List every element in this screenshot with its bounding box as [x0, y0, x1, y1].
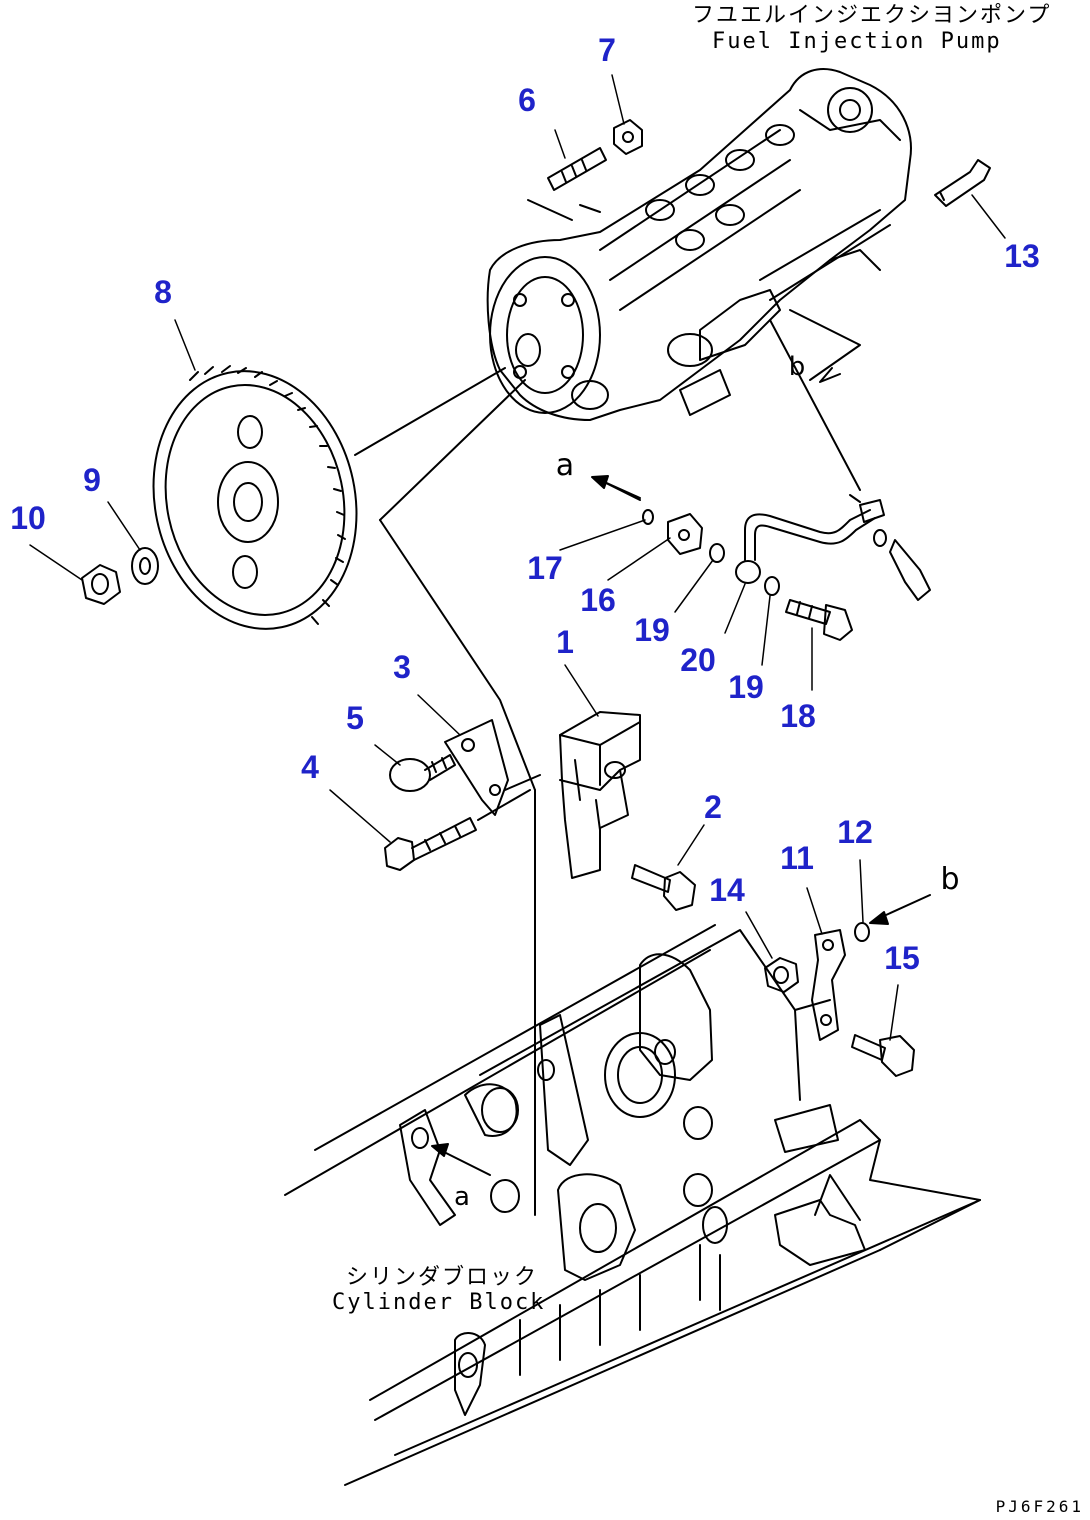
callout-7: 7: [598, 32, 616, 68]
block-label-en: Cylinder Block: [332, 1290, 546, 1315]
callout-13: 13: [1004, 238, 1040, 274]
letter-b: b: [940, 862, 960, 897]
bolt-15: [851, 1034, 915, 1077]
block-label-jp: シリンダブロック: [346, 1265, 539, 1290]
callout-16: 16: [580, 582, 616, 618]
callout-20: 20: [680, 642, 716, 678]
callout-12: 12: [837, 814, 873, 850]
arrow-a-link: [431, 1143, 491, 1176]
callout-2: 2: [704, 789, 722, 825]
bracket-1: [559, 711, 641, 879]
leader-6-7: [527, 199, 601, 221]
callout-4: 4: [301, 749, 319, 785]
nut-7: [613, 119, 643, 155]
callout-1: 1: [556, 624, 574, 660]
bolt-4: [384, 817, 477, 871]
callout-8: 8: [154, 274, 172, 310]
callout-6: 6: [518, 82, 536, 118]
bolt-5: [389, 754, 456, 792]
washer-12: [854, 922, 870, 942]
leader-gear-pump: [354, 367, 506, 456]
cylinder-block: [284, 924, 981, 1486]
callout-15: 15: [884, 940, 920, 976]
callout-19a: 19: [634, 612, 670, 648]
fuel-pipe: [735, 499, 885, 584]
callout-9: 9: [83, 462, 101, 498]
banjo-bolt-18: [785, 599, 853, 641]
connector-16: [667, 513, 703, 555]
callout-18: 18: [780, 698, 816, 734]
bracket-11: [811, 929, 846, 1041]
pump-label-jp: フユエルインジエクシヨンポンプ: [692, 3, 1052, 28]
washer-19a: [709, 543, 725, 563]
nut-10: [81, 564, 121, 605]
callout-3: 3: [393, 649, 411, 685]
bolt-2: [631, 864, 696, 911]
bracket-3: [444, 719, 509, 816]
arrow-a: [591, 475, 641, 499]
callout-10: 10: [10, 500, 46, 536]
fuel-injection-pump: [486, 68, 912, 421]
pipe-end-bolt: [873, 529, 931, 601]
bolt-13: [934, 159, 991, 207]
letter-a: a: [555, 448, 575, 483]
arrow-b: [869, 894, 931, 925]
letter-a-link: a: [454, 1182, 470, 1212]
drawing-code: PJ6F261: [995, 1497, 1084, 1516]
callout-5: 5: [346, 700, 364, 736]
letter-b-link: b: [788, 352, 806, 382]
washer-19b: [764, 576, 780, 596]
stud-6: [547, 147, 607, 191]
washer-9: [131, 547, 159, 585]
callout-19b: 19: [728, 669, 764, 705]
callout-11: 11: [780, 840, 814, 876]
callout-17: 17: [527, 550, 563, 586]
callout-14: 14: [709, 872, 745, 908]
gear-8: [152, 365, 358, 630]
washer-17: [642, 509, 654, 525]
nut-14: [764, 957, 799, 993]
pump-label-en: Fuel Injection Pump: [712, 29, 1002, 54]
callout-leaders: [29, 74, 1006, 1041]
